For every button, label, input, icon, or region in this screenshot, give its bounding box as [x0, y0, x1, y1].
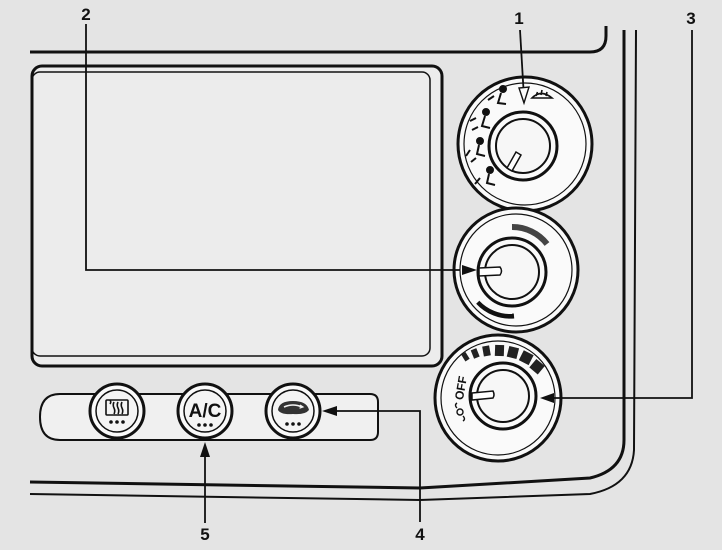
- leader-4: [330, 410, 421, 522]
- arrow-5: [200, 442, 210, 457]
- leader-2: [85, 24, 460, 271]
- display-panel: [30, 64, 444, 368]
- vent-face-feet-icon: [469, 108, 491, 131]
- arrow-4: [322, 406, 337, 416]
- windshield-defrost-icon: [530, 89, 555, 99]
- fan-knob-pointer: [471, 390, 495, 401]
- mode-knob[interactable]: [456, 75, 594, 213]
- recirculation-icon: [278, 401, 309, 415]
- callout-1: 1: [514, 9, 523, 28]
- temperature-scale-hot: [511, 223, 550, 246]
- indicator-dots: [285, 422, 301, 426]
- arrow-3: [540, 393, 554, 403]
- callout-2: 2: [81, 5, 90, 24]
- callout-3: 3: [686, 9, 695, 28]
- fan-icon: [454, 402, 466, 422]
- recirculation-button[interactable]: [264, 382, 322, 440]
- vent-face-icon: [487, 85, 507, 105]
- leader-1: [519, 29, 525, 99]
- temperature-scale-cold: [476, 300, 515, 319]
- vent-feet-icon: [465, 137, 486, 163]
- rear-defrost-icon: [105, 399, 129, 416]
- leader-lines: [85, 24, 693, 523]
- fan-speed-scale: [461, 344, 545, 375]
- ac-button[interactable]: A/C: [176, 382, 234, 440]
- arrow-2: [462, 265, 477, 275]
- vent-feet-defrost-icon: [474, 166, 496, 186]
- ac-label: A/C: [189, 401, 222, 422]
- temperature-knob[interactable]: [452, 206, 580, 334]
- leader-3: [548, 30, 693, 399]
- indicator-dots: [109, 420, 125, 424]
- callout-4: 4: [415, 525, 425, 544]
- indicator-dots: [197, 423, 213, 427]
- mode-knob-pointer: [505, 150, 523, 173]
- rear-defrost-button[interactable]: [88, 382, 146, 440]
- fan-off-label: OFF: [452, 375, 470, 401]
- arrow-1: [518, 86, 530, 106]
- arrow-heads: [200, 86, 554, 457]
- temperature-knob-pointer: [478, 266, 503, 277]
- fan-speed-knob[interactable]: OFF: [433, 333, 563, 463]
- callout-5: 5: [200, 525, 209, 544]
- dashboard-housing: [29, 26, 637, 502]
